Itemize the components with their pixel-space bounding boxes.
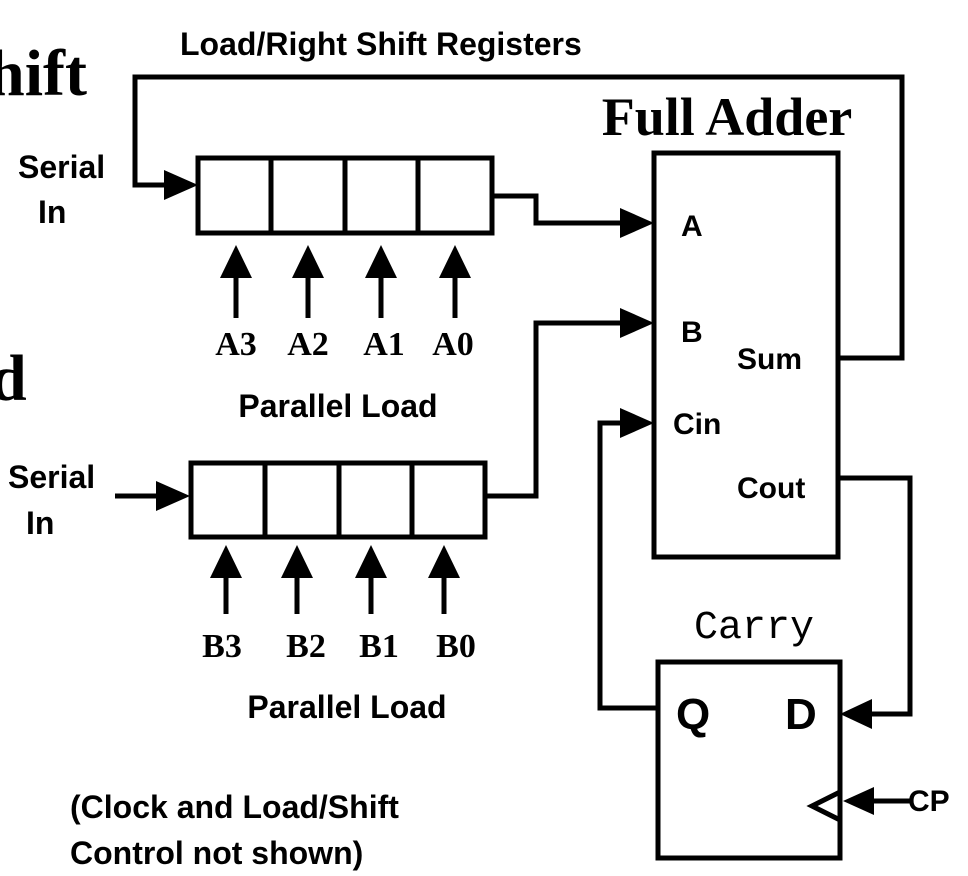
- clock-arrow: [843, 787, 874, 815]
- carry-ff-title: Carry: [694, 606, 814, 651]
- full-adder-port-cin: Cin: [673, 408, 721, 441]
- full-adder-port-b: B: [681, 316, 703, 349]
- partial-title-top: hift: [0, 37, 87, 110]
- full-adder-block: [651, 150, 841, 560]
- register-b: [188, 460, 488, 540]
- partial-title-mid: d: [0, 342, 27, 415]
- register-b-parallel-arrows: [210, 545, 460, 614]
- footnote-line-1: (Clock and Load/Shift: [70, 789, 399, 825]
- parallel-input-b2: B2: [286, 628, 326, 665]
- full-adder-port-sum: Sum: [737, 343, 802, 376]
- footnote-line-2: Control not shown): [70, 835, 363, 871]
- parallel-input-b1: B1: [359, 628, 399, 665]
- parallel-input-a0: A0: [432, 326, 474, 363]
- parallel-input-a2: A2: [287, 326, 329, 363]
- q-to-cin-wire: [597, 420, 658, 711]
- full-adder-port-a: A: [681, 210, 703, 243]
- parallel-input-a1: A1: [363, 326, 405, 363]
- cout-to-d-wire: [838, 475, 913, 717]
- register-a-serial-in-label-2: In: [38, 194, 66, 230]
- register-a: [195, 155, 495, 236]
- register-b-parallel-load-label: Parallel Load: [247, 689, 446, 725]
- adder-b-arrow: [620, 308, 654, 338]
- register-b-serial-in-label-1: Serial: [8, 459, 95, 495]
- parallel-input-b3: B3: [202, 628, 242, 665]
- carry-flip-flop: [655, 659, 843, 861]
- carry-ff-port-q: Q: [676, 690, 710, 739]
- register-a-parallel-arrows: [220, 245, 471, 318]
- register-b-output-wire: [485, 320, 628, 499]
- serial-in-a-arrow: [164, 170, 198, 200]
- adder-cin-arrow: [620, 408, 654, 438]
- full-adder-title: Full Adder: [602, 87, 853, 147]
- clock-triangle-icon: [806, 789, 842, 823]
- register-a-parallel-load-label: Parallel Load: [238, 388, 437, 424]
- parallel-input-b0: B0: [436, 628, 476, 665]
- adder-a-arrow: [620, 208, 654, 238]
- register-a-output-wire: [492, 193, 628, 226]
- register-a-serial-in-label-1: Serial: [18, 149, 105, 185]
- carry-ff-port-d: D: [785, 690, 817, 739]
- sum-feedback-wire: [132, 74, 905, 361]
- register-b-serial-in-label-2: In: [26, 505, 54, 541]
- clock-label: CP: [908, 785, 950, 818]
- full-adder-port-cout: Cout: [737, 472, 805, 505]
- carry-d-arrow: [840, 699, 872, 729]
- serial-in-b-arrow: [156, 481, 190, 511]
- diagram-title: Load/Right Shift Registers: [180, 26, 582, 62]
- parallel-input-a3: A3: [215, 326, 257, 363]
